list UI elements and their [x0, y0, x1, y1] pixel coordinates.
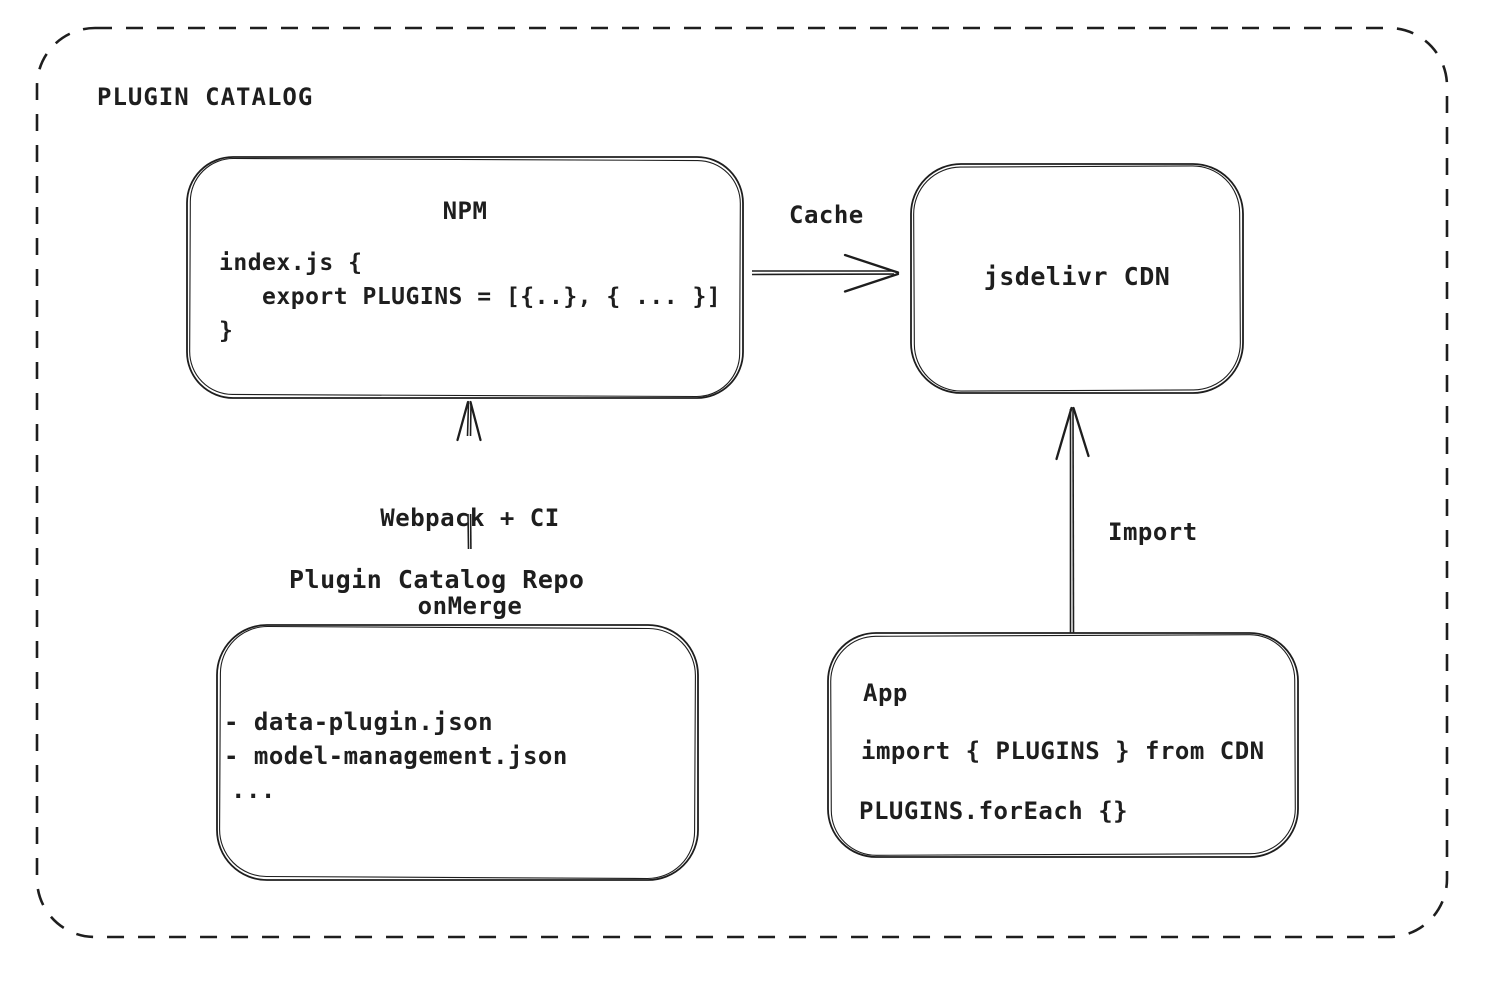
cdn-node-label: jsdelivr CDN	[983, 262, 1171, 291]
import-arrow	[1055, 406, 1090, 634]
build-arrow	[456, 400, 482, 550]
app-node-title: App	[863, 679, 908, 707]
npm-node-title: NPM	[442, 197, 488, 225]
cache-edge-label: Cache	[789, 201, 864, 229]
npm-code-line: export PLUGINS = [{..}, { ... }]	[219, 284, 722, 310]
npm-code-line: }	[219, 318, 234, 344]
repo-file-item: - data-plugin.json	[224, 708, 494, 736]
npm-code-line: index.js {	[219, 250, 363, 276]
npm-box	[186, 156, 744, 399]
app-code-line: PLUGINS.forEach {}	[859, 797, 1129, 825]
build-edge-label-line: onMerge	[417, 592, 523, 621]
app-code-line: import { PLUGINS } from CDN	[861, 737, 1265, 765]
cache-arrow	[751, 253, 900, 293]
build-edge-label: Webpack + CI onMerge	[320, 445, 620, 680]
repo-node-label: Plugin Catalog Repo	[289, 565, 585, 594]
repo-file-item: ...	[231, 776, 276, 804]
repo-box	[216, 624, 699, 881]
catalog-title: PLUGIN CATALOG	[97, 83, 314, 111]
build-edge-label-line: Webpack + CI	[380, 503, 560, 532]
catalog-boundary	[35, 26, 1449, 939]
import-edge-label: Import	[1108, 518, 1198, 546]
cdn-box	[910, 163, 1244, 394]
app-box	[827, 632, 1299, 858]
repo-file-item: - model-management.json	[224, 742, 568, 770]
